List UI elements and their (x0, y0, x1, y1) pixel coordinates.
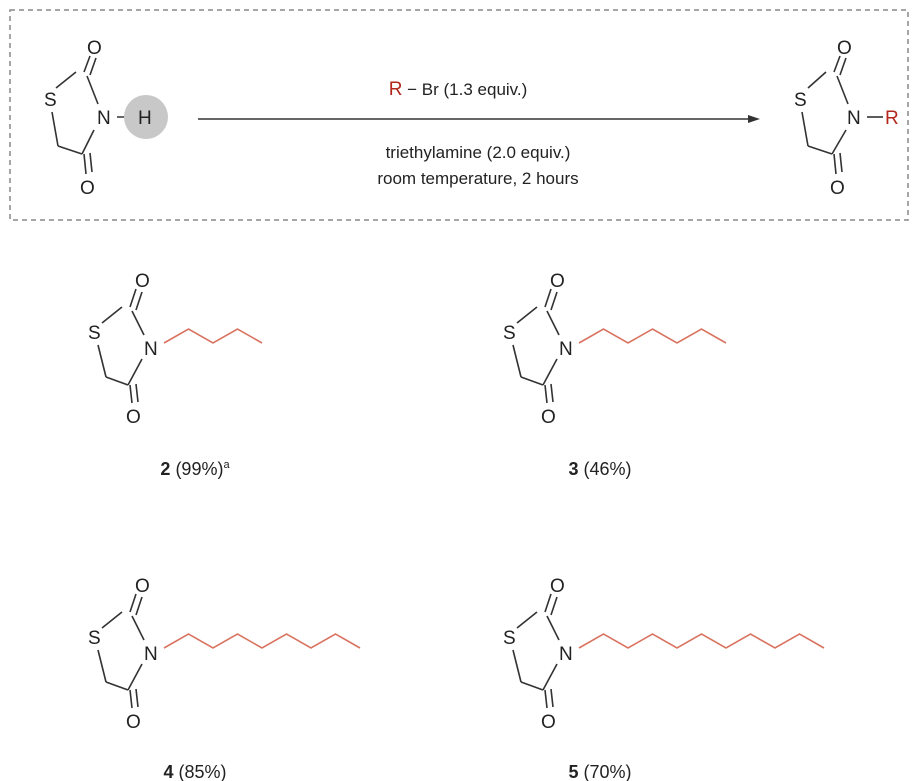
product-oxygen-top: O (837, 38, 852, 59)
substrate-molecule: S N H O O (44, 38, 168, 199)
ring-bond (97, 344, 107, 378)
oxygen-atom-top: O (135, 271, 150, 292)
nitrogen-atom: N (144, 339, 158, 360)
substrate-sulfur: S (44, 90, 57, 111)
oxygen-atom-bottom: O (126, 407, 141, 428)
condition-line-2: room temperature, 2 hours (377, 169, 578, 188)
ring-bond (516, 306, 538, 324)
ring-bond (544, 288, 552, 308)
nitrogen-atom: N (559, 339, 573, 360)
product-r-group: R (885, 108, 899, 129)
reagent-r: R (389, 79, 403, 100)
ring-bond (546, 310, 560, 336)
reaction-arrow-group: R − Br (1.3 equiv.) triethylamine (2.0 e… (198, 79, 760, 188)
compound-yield: (99%) (170, 459, 223, 479)
nitrogen-atom: N (559, 644, 573, 665)
ring-bond (520, 681, 544, 691)
compound-caption: 4 (85%) (163, 762, 226, 781)
compound-number: 2 (160, 459, 170, 479)
compound-caption: 2 (99%)a (160, 459, 230, 479)
ring-bond (550, 291, 558, 311)
ring-bond (544, 593, 552, 613)
sulfur-atom: S (503, 628, 516, 649)
ring-bond (127, 663, 143, 691)
reagent-rest: Br (1.3 equiv.) (422, 80, 528, 99)
ring-bond (131, 615, 145, 641)
product-nitrogen: N (847, 108, 861, 129)
ring-bond (131, 310, 145, 336)
compound-footnote: a (223, 459, 230, 471)
ring-bond (135, 596, 143, 616)
ring-bond (129, 384, 133, 404)
ring-bond (129, 689, 133, 709)
oxygen-atom-bottom: O (541, 712, 556, 733)
ring-bond (105, 681, 129, 691)
sulfur-atom: S (88, 323, 101, 344)
ring-bond (127, 358, 143, 386)
alkyl-chain-3 (578, 328, 727, 344)
ring-bond (135, 291, 143, 311)
reagent-dash: − (402, 80, 421, 99)
ring-bond (542, 663, 558, 691)
ring-bond (101, 306, 123, 324)
alkyl-chain-4 (163, 633, 361, 649)
oxygen-atom-top: O (135, 576, 150, 597)
compound-3: S N O O 3 (46%) (503, 271, 727, 479)
reagent-label: R − Br (1.3 equiv.) (389, 79, 528, 100)
compound-number: 5 (568, 762, 578, 781)
compound-4: S N O O 4 (85%) (88, 576, 361, 781)
oxygen-atom-bottom: O (126, 712, 141, 733)
nitrogen-atom: N (144, 644, 158, 665)
reaction-arrow-head (748, 115, 760, 123)
reaction-box (9, 9, 909, 221)
oxygen-atom-top: O (550, 271, 565, 292)
ring-bond (544, 689, 548, 709)
product-oxygen-bottom: O (830, 178, 845, 199)
ring-bond (129, 288, 137, 308)
ring-bond (129, 593, 137, 613)
ring-bond (544, 384, 548, 404)
substrate-nitrogen: N (97, 108, 111, 129)
ring-bond (542, 358, 558, 386)
ring-bond (512, 649, 522, 683)
ring-bond (512, 344, 522, 378)
oxygen-atom-bottom: O (541, 407, 556, 428)
ring-bond (546, 615, 560, 641)
ring-bond (135, 383, 139, 403)
sulfur-atom: S (503, 323, 516, 344)
compound-number: 4 (163, 762, 173, 781)
hydrogen-highlight (124, 95, 168, 139)
compound-2: S N O O 2 (99%)a (88, 271, 263, 479)
product-molecule: S N R O O (794, 38, 899, 199)
compound-caption: 5 (70%) (568, 762, 631, 781)
compound-yield: (85%) (174, 762, 227, 781)
compound-number: 3 (568, 459, 578, 479)
compound-yield: (70%) (579, 762, 632, 781)
product-sulfur: S (794, 90, 807, 111)
ring-bond (550, 688, 554, 708)
compound-caption: 3 (46%) (568, 459, 631, 479)
sulfur-atom: S (88, 628, 101, 649)
condition-line-1: triethylamine (2.0 equiv.) (386, 143, 571, 162)
ring-bond (97, 649, 107, 683)
ring-bond (101, 611, 123, 629)
compound-5: S N O O 5 (70%) (503, 576, 825, 781)
compound-yield: (46%) (579, 459, 632, 479)
ring-bond (516, 611, 538, 629)
alkyl-chain-5 (578, 633, 825, 649)
ring-bond (135, 688, 139, 708)
alkyl-chain-2 (163, 328, 263, 344)
ring-bond (550, 596, 558, 616)
substrate-oxygen-top: O (87, 38, 102, 59)
ring-bond (105, 376, 129, 386)
oxygen-atom-top: O (550, 576, 565, 597)
substrate-oxygen-bottom: O (80, 178, 95, 199)
ring-bond (520, 376, 544, 386)
substrate-hydrogen: H (138, 108, 152, 129)
ring-bond (550, 383, 554, 403)
